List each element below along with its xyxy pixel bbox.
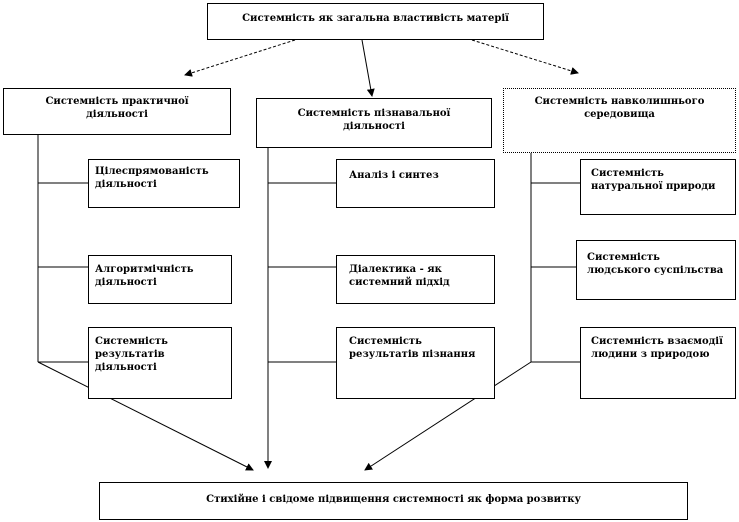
header-practical: Системність практичної діяльності: [3, 88, 231, 135]
arrow-top-to-environment: [471, 39, 579, 75]
header-cognitive-text: Системність пізнавальної діяльності: [297, 108, 451, 132]
header-environment-text: Системність навколишнього середовища: [534, 96, 705, 120]
item-cognitive-2-text: Діалектика - як системний підхід: [349, 264, 450, 288]
bottom-box-text: Стихійне і свідоме підвищення системност…: [206, 494, 581, 505]
top-box-text: Системність як загальна властивість мате…: [242, 13, 509, 24]
arrow-practical-to-bottom: [37, 361, 254, 471]
item-cognitive-2: Діалектика - як системний підхід: [336, 255, 495, 304]
header-environment: Системність навколишнього середовища: [503, 88, 736, 153]
item-practical-3-text: Системність результатів діяльності: [95, 336, 168, 373]
item-environment-3-text: Системність взаємодії людини з природою: [591, 336, 723, 360]
arrow-environment-to-bottom: [364, 361, 532, 471]
item-practical-1: Цілеспрямованість діяльності: [88, 159, 240, 208]
header-cognitive: Системність пізнавальної діяльності: [256, 98, 492, 148]
top-box: Системність як загальна властивість мате…: [207, 3, 544, 40]
item-practical-2-text: Алгоритмічність діяльності: [95, 264, 194, 288]
item-practical-3: Системність результатів діяльності: [88, 327, 232, 399]
arrow-top-to-practical: [184, 39, 296, 77]
item-practical-2: Алгоритмічність діяльності: [88, 255, 232, 304]
item-cognitive-3-text: Системність результатів пізнання: [349, 336, 476, 360]
item-cognitive-1-text: Аналіз і синтез: [349, 170, 439, 181]
arrow-top-to-cognitive: [361, 39, 375, 97]
item-environment-2-text: Системність людського суспільства: [587, 252, 724, 276]
item-practical-1-text: Цілеспрямованість діяльності: [95, 166, 209, 190]
bottom-box: Стихійне і свідоме підвищення системност…: [99, 482, 688, 520]
item-cognitive-3: Системність результатів пізнання: [336, 327, 495, 399]
item-environment-2: Системність людського суспільства: [576, 240, 736, 300]
item-cognitive-1: Аналіз і синтез: [336, 159, 495, 208]
header-practical-text: Системність практичної діяльності: [45, 96, 189, 120]
item-environment-1-text: Системність натуральної природи: [591, 168, 716, 192]
item-environment-1: Системність натуральної природи: [580, 159, 736, 215]
item-environment-3: Системність взаємодії людини з природою: [580, 327, 736, 399]
